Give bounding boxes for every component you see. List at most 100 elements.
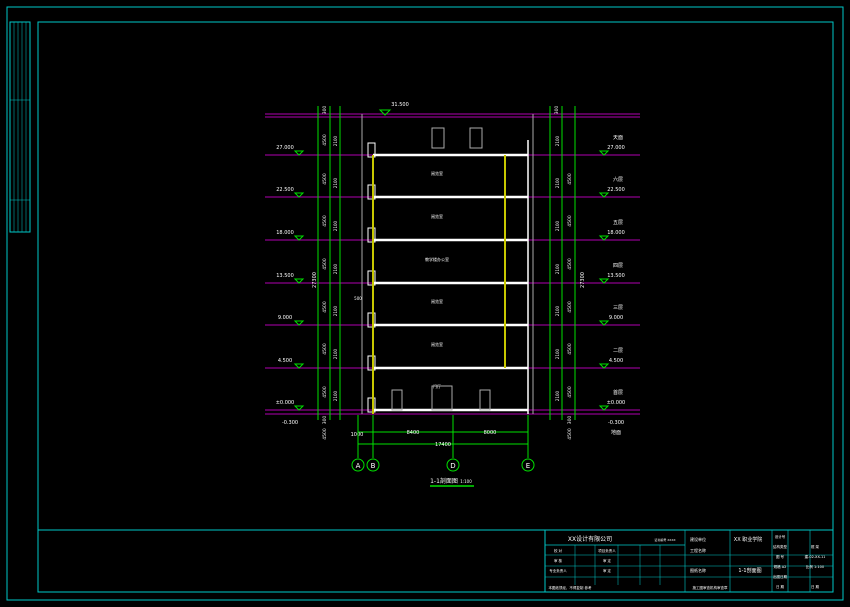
storey-dim: 4500 xyxy=(322,386,328,398)
beam xyxy=(367,397,376,413)
base-dim: 300 xyxy=(322,416,328,425)
role-label: 项目负责人 xyxy=(598,548,616,553)
storey-dim: 4500 xyxy=(322,173,328,185)
right-elevation: 22.500 xyxy=(607,187,625,193)
window-dim: 2100 xyxy=(555,305,560,316)
level-marker-icon xyxy=(293,320,305,326)
floor-name: 四层 xyxy=(613,263,623,269)
tb-right-label: 设计号 xyxy=(775,534,786,539)
storey-dim: 4500 xyxy=(567,258,573,270)
floor-name: 二层 xyxy=(613,348,623,354)
storey-dim: 4500 xyxy=(322,215,328,227)
window-dim: 2100 xyxy=(333,177,338,188)
drawing-label: 图纸名称 xyxy=(690,567,706,573)
total-height-dim: 27300 xyxy=(312,272,318,288)
beam xyxy=(367,142,376,158)
level-marker-icon xyxy=(293,192,305,198)
window-dim: 2100 xyxy=(333,305,338,316)
right-elevation: 4.500 xyxy=(609,358,623,364)
window-dim: 2100 xyxy=(555,390,560,401)
note: 本图纸须经，不得复制 参考 xyxy=(548,585,592,590)
floor-name: 天面 xyxy=(613,135,623,141)
axis-bubble xyxy=(446,458,460,472)
project-label: 工程名称 xyxy=(690,547,706,553)
floor-name: 首层 xyxy=(613,389,623,396)
client-name: XX 职业学院 xyxy=(734,536,762,543)
role-label: 专业负责人 xyxy=(549,568,567,573)
window-dim: 2100 xyxy=(555,348,560,359)
ground-elevation: -0.300 xyxy=(282,420,298,426)
level-marker-icon xyxy=(293,405,305,411)
tb-right-label: 图 号 xyxy=(776,554,785,559)
bottom-dim: 8400 xyxy=(407,430,420,436)
ground-elevation-right: -0.300 xyxy=(608,420,624,426)
axis-label: A xyxy=(356,462,361,470)
storey-dim: 4500 xyxy=(322,428,328,440)
room-label: 教学楼办公室 xyxy=(425,256,449,262)
storey-dim: 4500 xyxy=(567,428,573,440)
bottom-dim: 8000 xyxy=(484,430,497,436)
door xyxy=(431,385,453,411)
left-elevation: 27.000 xyxy=(276,145,294,151)
role-label: 校 对 xyxy=(554,548,563,553)
level-marker-icon xyxy=(598,235,610,241)
room-label: 阅览室 xyxy=(431,213,443,219)
left-elevation: 9.000 xyxy=(278,315,292,321)
storey-dim: 4500 xyxy=(567,215,573,227)
window-dim: 2100 xyxy=(555,177,560,188)
roof-window xyxy=(431,127,445,149)
base-dim-right: 300 xyxy=(567,416,573,425)
ground-label: 地面 xyxy=(611,429,621,436)
floor-name: 六层 xyxy=(613,176,623,183)
right-elevation: 9.000 xyxy=(609,315,623,321)
level-marker-icon xyxy=(598,278,610,284)
right-elevation: ±0.000 xyxy=(607,400,626,406)
parapet-dim: 300 xyxy=(322,106,328,115)
roof-elevation: 31.500 xyxy=(391,102,409,108)
level-marker-icon xyxy=(293,150,305,156)
company-sub: 证书编号 XXXX xyxy=(654,537,675,542)
axis-bubble xyxy=(351,458,365,472)
role-label: 审 定 xyxy=(603,568,612,573)
storey-dim: 4500 xyxy=(322,301,328,313)
level-marker-icon xyxy=(598,192,610,198)
storey-dim: 4500 xyxy=(322,343,328,355)
section-title: 1-1剖面图 xyxy=(430,477,458,485)
axis-label: B xyxy=(371,462,376,470)
window-dim: 2100 xyxy=(555,263,560,274)
beam xyxy=(367,312,376,328)
window-dim: 2100 xyxy=(333,135,338,146)
detail-dim: 500 xyxy=(354,296,362,301)
role-label: 审 核 xyxy=(554,558,563,563)
left-elevation: 4.500 xyxy=(278,358,292,364)
tb-right-label: 日 期 xyxy=(776,584,785,589)
overall-dim: 17400 xyxy=(435,442,451,448)
tb-right-value: 日 期 xyxy=(811,584,820,589)
beam xyxy=(367,270,376,286)
level-marker-icon xyxy=(378,109,392,116)
floor-name: 三层 xyxy=(613,305,623,311)
level-marker-icon xyxy=(293,278,305,284)
drawing-name: 1-1剖面图 xyxy=(738,567,761,574)
room-label: 阅览室 xyxy=(431,298,443,304)
tb-right-value: 框 架 xyxy=(811,544,820,549)
level-marker-icon xyxy=(598,150,610,156)
client-label: 建设单位 xyxy=(690,536,706,542)
top-dim: 4500 xyxy=(322,134,328,146)
storey-dim: 4500 xyxy=(567,173,573,185)
left-elevation: 18.000 xyxy=(276,230,294,236)
storey-dim: 4500 xyxy=(567,386,573,398)
right-elevation: 18.000 xyxy=(607,230,625,236)
outer-frame xyxy=(6,6,844,601)
title-block xyxy=(544,529,834,593)
section-scale: 1:100 xyxy=(460,479,472,484)
tb-right-label: 结构类型 xyxy=(773,544,787,549)
room-label: 阅览室 xyxy=(431,341,443,347)
window-dim: 2100 xyxy=(333,390,338,401)
storey-dim: 4500 xyxy=(567,343,573,355)
beam xyxy=(367,227,376,243)
level-marker-icon xyxy=(293,235,305,241)
room-label: 阅览室 xyxy=(431,170,443,176)
storey-dim: 4500 xyxy=(567,301,573,313)
